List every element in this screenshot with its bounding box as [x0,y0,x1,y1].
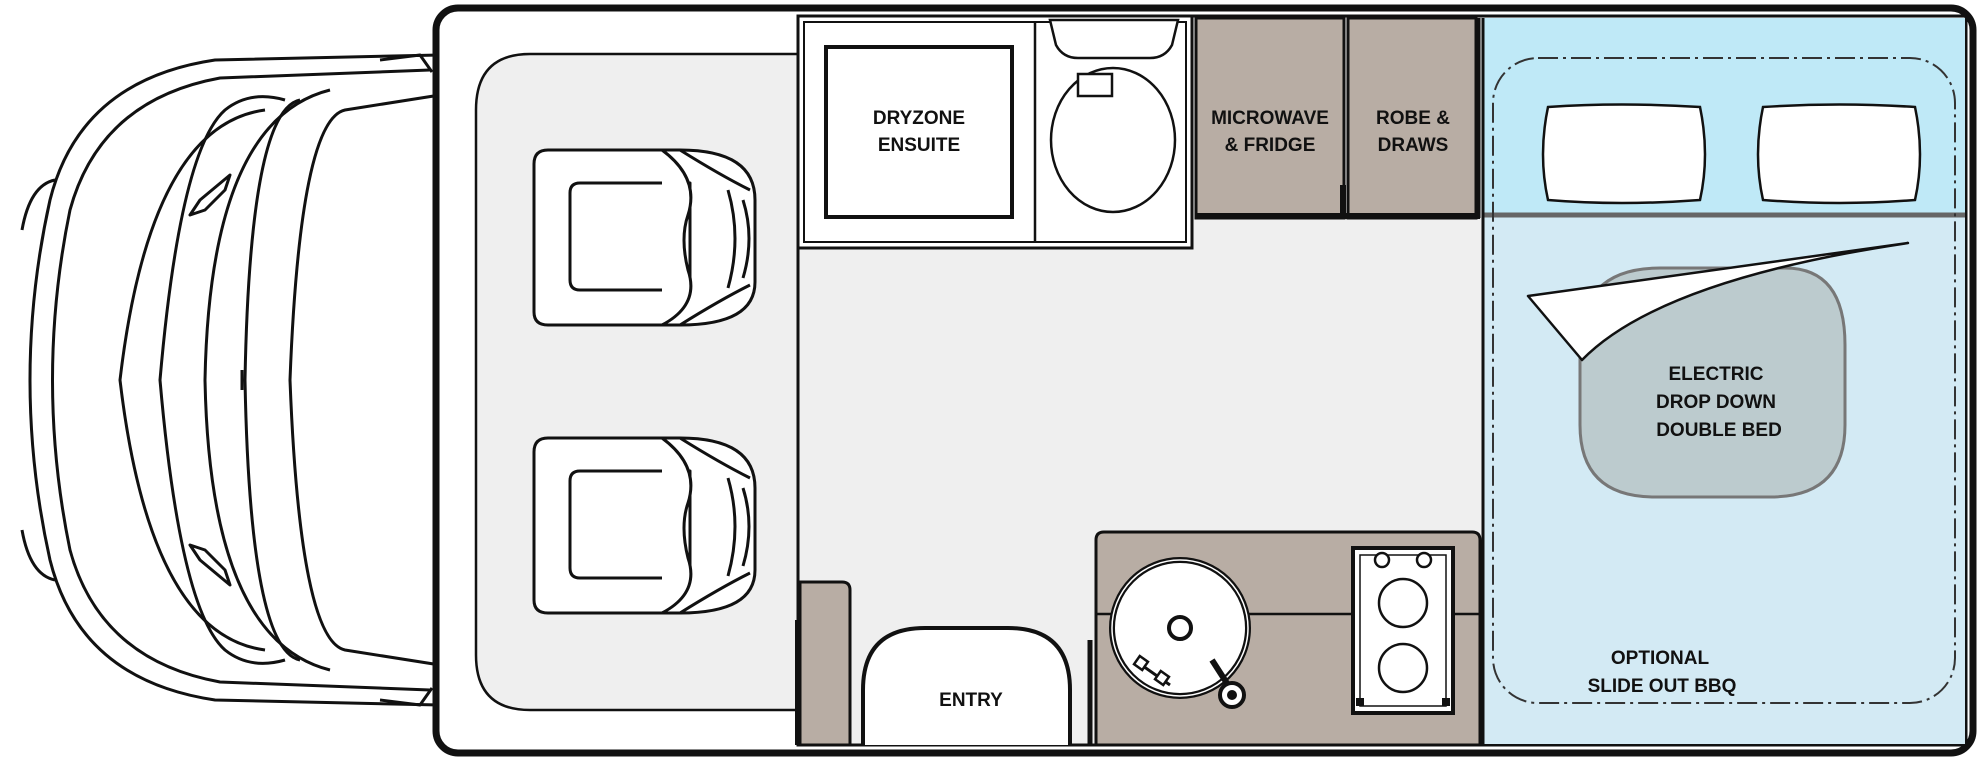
drop-down-bed-label: ELECTRIC DROP DOWN DOUBLE BED [1656,364,1782,441]
passenger-seat-icon [532,436,757,615]
bed-label-line-1: ELECTRIC [1669,364,1764,385]
bbq-label-line-2: SLIDE OUT BBQ [1588,676,1737,697]
van-cab [20,53,441,707]
bed-label-line-3: DOUBLE BED [1656,420,1782,441]
dryzone-label-line-2: ENSUITE [878,135,960,156]
driver-seat-icon [532,148,757,327]
dryzone-label-line-1: DRYZONE [873,108,965,129]
entry-label: ENTRY [939,690,1003,711]
bed-label-line-2: DROP DOWN [1656,392,1776,413]
robe-draws-label: ROBE & DRAWS [1376,108,1450,156]
toilet-icon [1048,18,1180,214]
cooktop-icon [1351,546,1455,715]
dryzone-ensuite-label: DRYZONE ENSUITE [873,108,965,156]
shower-tray [824,45,1014,219]
bed-outline [1492,57,1956,704]
drain-icon [1167,615,1193,641]
robe-label-line-1: ROBE & [1376,108,1450,129]
pillow-left [1541,103,1707,205]
entry-step[interactable] [861,626,1072,745]
microwave-fridge-label: MICROWAVE & FRIDGE [1211,108,1329,156]
pillow-right [1756,103,1922,205]
slide-out-bbq-label: OPTIONAL SLIDE OUT BBQ [1588,648,1737,697]
microwave-fridge-cabinet [1194,16,1346,220]
microwave-label-line-2: & FRIDGE [1225,135,1316,156]
entry-side-cabinet [798,580,852,747]
kitchen-bench [1094,530,1482,747]
robe-label-line-2: DRAWS [1378,135,1449,156]
bbq-label-line-1: OPTIONAL [1611,648,1710,669]
microwave-label-line-1: MICROWAVE [1211,108,1329,129]
bed-cover-flap [1526,241,1910,362]
